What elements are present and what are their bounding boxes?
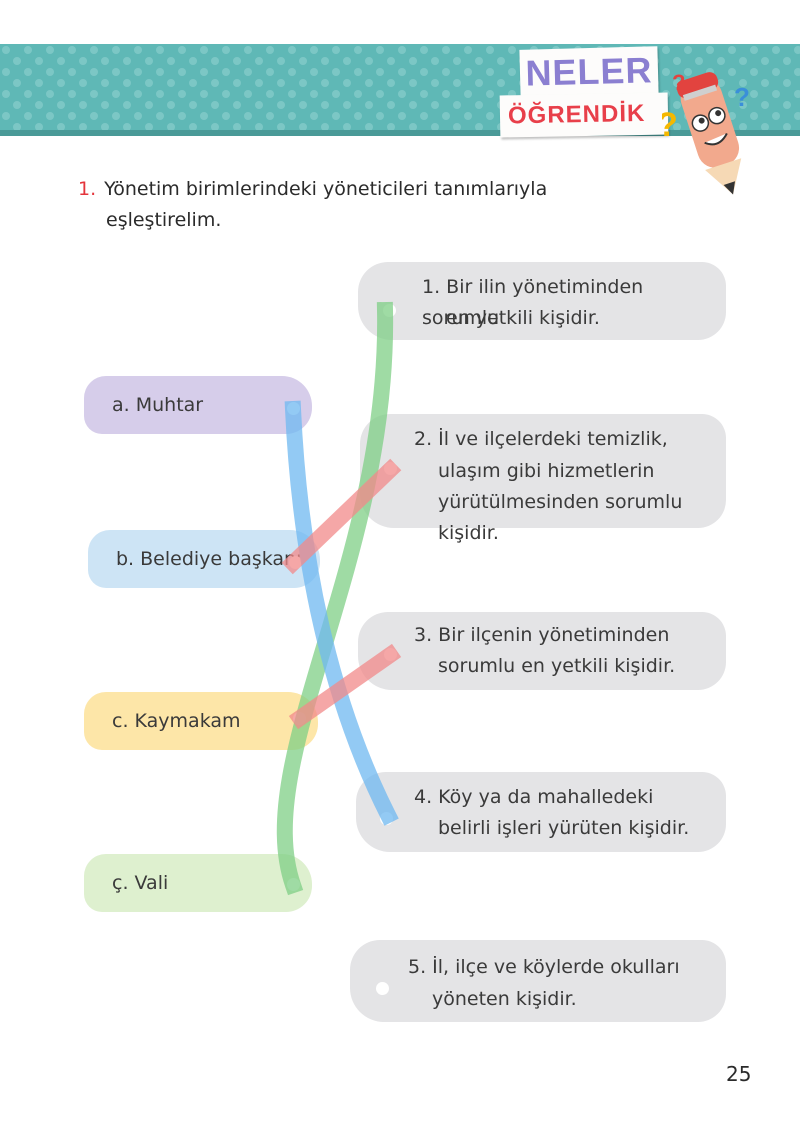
question-mark-red: ? (672, 70, 685, 95)
question-line2: eşleştirelim. (106, 209, 222, 231)
term-vali[interactable]: ç. Vali (84, 854, 312, 912)
definition-4[interactable]: 4. Köy ya da mahalledeki belirli işleri … (356, 772, 726, 852)
page-number: 25 (726, 1062, 752, 1086)
line-belediye-to-2 (281, 458, 402, 575)
term-kaymakam[interactable]: c. Kaymakam (84, 692, 318, 750)
question-mark-yellow: ? (662, 106, 678, 144)
definition-3[interactable]: 3. Bir ilçenin yönetiminden sorumlu en y… (358, 612, 726, 690)
question-mark-blue: ? (734, 82, 750, 112)
definition-5-line1: 5. İl, ilçe ve köylerde okulları (408, 956, 680, 978)
line-muhtar-to-4 (284, 400, 399, 826)
term-kaymakam-label: c. Kaymakam (112, 710, 241, 732)
definition-2[interactable]: 2. İl ve ilçelerdeki temizlik, ulaşım gi… (360, 414, 726, 544)
term-muhtar-label: a. Muhtar (112, 394, 204, 416)
line-vali-to-1 (276, 301, 394, 896)
definition-1-line1: 1. Bir ilin yönetiminden sorumlu (422, 276, 644, 329)
line-kaymakam-to-3 (288, 643, 402, 730)
definition-2-line1: 2. İl ve ilçelerdeki temizlik, (414, 428, 668, 450)
question-number: 1. (78, 178, 97, 200)
term-belediye-baskani-label: b. Belediye başkanı (116, 548, 302, 570)
definition-3-line2: sorumlu en yetkili kişidir. (438, 655, 676, 677)
question-text: 1. Yönetim birimlerindeki yöneticileri ta… (78, 174, 638, 236)
definition-1-line2: en yetkili kişidir. (446, 307, 600, 329)
definition-2-line3: yürütülmesinden sorumlu kişidir. (438, 491, 683, 544)
term-vali-label: ç. Vali (112, 872, 169, 894)
pencil-mascot-icon: ? ? ? (662, 70, 750, 195)
definition-5-line2: yöneten kişidir. (432, 988, 577, 1010)
definition-5[interactable]: 5. İl, ilçe ve köylerde okulları yöneten… (350, 940, 726, 1022)
definition-4-line1: 4. Köy ya da mahalledeki (414, 786, 654, 808)
term-muhtar[interactable]: a. Muhtar (84, 376, 312, 434)
definition-1[interactable]: 1. Bir ilin yönetiminden sorumlu en yetk… (358, 262, 726, 340)
definition-5-hole (376, 982, 389, 995)
term-belediye-baskani[interactable]: b. Belediye başkanı (88, 530, 320, 588)
definition-4-line2: belirli işleri yürüten kişidir. (438, 817, 690, 839)
definition-2-line2: ulaşım gibi hizmetlerin (438, 460, 655, 482)
question-line1: Yönetim birimlerindeki yöneticileri tanı… (104, 178, 548, 200)
definition-3-line1: 3. Bir ilçenin yönetiminden (414, 624, 670, 646)
